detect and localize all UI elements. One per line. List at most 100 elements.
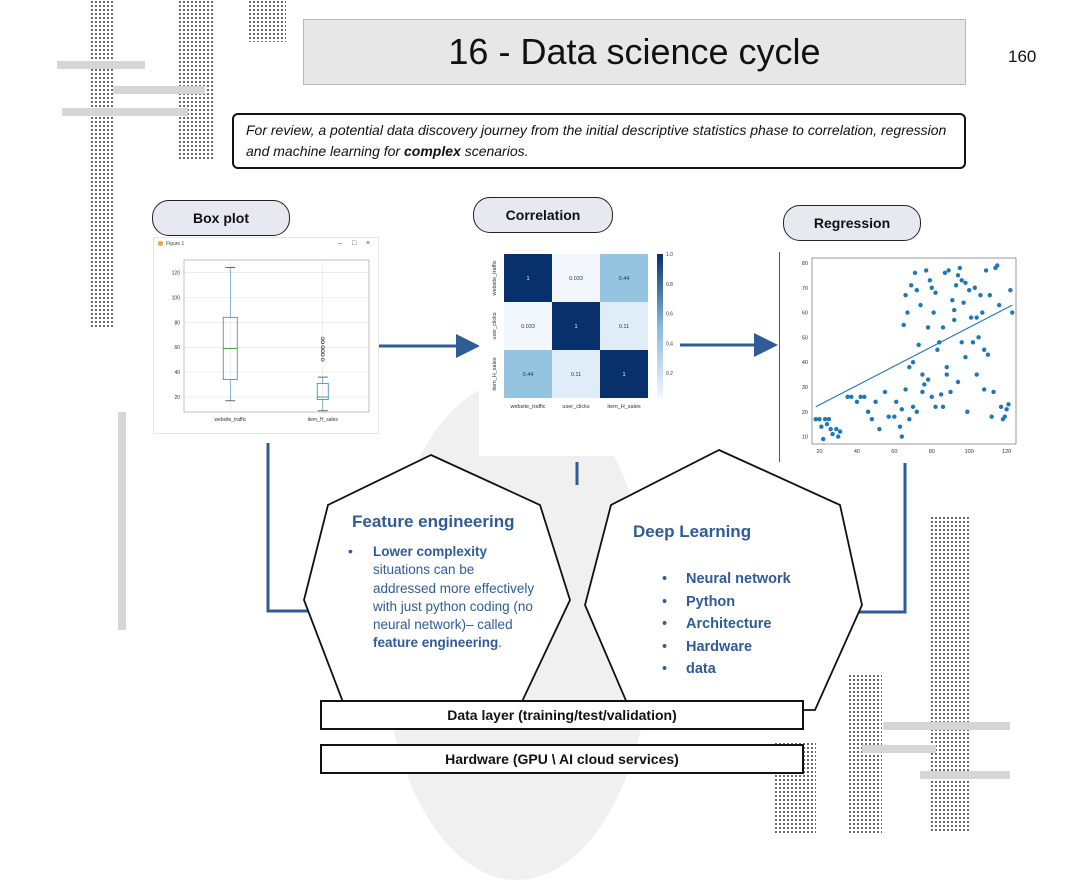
x-tick-label: 120: [1002, 449, 1011, 455]
plot-frame: [183, 259, 370, 413]
heatmap-value-label: 0.44: [523, 372, 534, 378]
scatter-point: [987, 293, 992, 298]
y-tick-label: 50: [802, 335, 808, 341]
scatter-point: [967, 288, 972, 293]
scatter-point: [955, 379, 961, 385]
scatter-point: [837, 429, 843, 434]
y-tick-label: website_traffic: [492, 260, 498, 296]
decorative-dots: [930, 516, 970, 833]
window-title-bar: Figure 1 – □ ×: [154, 238, 378, 252]
scatter-point: [953, 283, 959, 288]
heatmap-cell: [504, 254, 552, 302]
scatter-point: [968, 315, 974, 320]
heatmap-cell: [552, 254, 600, 302]
scatter-point: [922, 382, 927, 387]
scatter-point: [925, 377, 931, 382]
scatter-point: [910, 359, 916, 365]
deep-learning-list: •Neural network •Python •Architecture •H…: [662, 568, 791, 681]
decorative-dots: [178, 0, 214, 160]
heatmap-value-label: 0.033: [521, 324, 535, 330]
y-tick-label: 70: [802, 286, 808, 292]
y-tick-label: 60: [802, 311, 808, 317]
intro-text-box: For review, a potential data discovery j…: [232, 113, 966, 169]
window-title: Figure 1: [166, 241, 185, 247]
heatmap-value-label: 1: [622, 372, 625, 378]
scatter-point: [854, 399, 860, 405]
decorative-bar: [862, 745, 936, 753]
scatter-point: [865, 409, 871, 414]
x-tick-label: 20: [816, 449, 822, 455]
scatter-point: [918, 302, 923, 308]
heatmap-cell: [504, 350, 552, 398]
outlier-point: [320, 357, 325, 362]
scatter-point: [927, 278, 933, 283]
scatter-point: [950, 297, 955, 303]
y-tick-label: 120: [172, 270, 181, 276]
scatter-point: [942, 270, 948, 276]
x-tick-label: website_traffic: [214, 417, 246, 423]
window-maximize-button[interactable]: □: [352, 240, 357, 247]
heatmap-value-label: 0.11: [619, 324, 629, 330]
scatter-point: [830, 431, 835, 437]
decorative-bar: [883, 722, 1010, 730]
scatter-point: [985, 352, 991, 357]
decorative-bar: [62, 108, 188, 116]
scatter-point: [826, 417, 832, 422]
heatmap-cell: [552, 302, 600, 350]
colorbar-tick-label: 0.4: [666, 341, 673, 347]
scatter-point: [933, 404, 938, 409]
scatter-point: [981, 347, 987, 352]
scatter-point: [821, 436, 826, 442]
scatter-point: [819, 424, 824, 429]
decorative-bar: [113, 86, 205, 94]
scatter-point: [920, 372, 925, 377]
scatter-point: [834, 426, 839, 432]
scatter-point: [882, 389, 888, 395]
scatter-point: [1004, 407, 1009, 412]
scatter-point: [869, 417, 875, 422]
connector-line: [855, 463, 907, 614]
scatter-point: [996, 302, 1002, 308]
scatter-point: [1010, 310, 1015, 315]
feature-engineering-bullet: •: [348, 543, 353, 559]
x-tick-label: item_H_sales: [607, 404, 641, 410]
scatter-point: [907, 417, 912, 422]
scatter-point: [897, 424, 903, 429]
scatter-point: [845, 394, 850, 400]
scatter-point: [914, 288, 920, 293]
decorative-dots: [90, 0, 114, 328]
scatter-point: [940, 325, 946, 330]
outlier-point: [320, 349, 325, 353]
scatter-point: [959, 278, 964, 283]
scatter-point: [974, 372, 979, 377]
deep-learning-item: •Python: [662, 593, 736, 610]
scatter-point: [978, 293, 983, 298]
scatter-point: [923, 268, 929, 273]
feature-engineering-text: Lower complexity situations can be addre…: [373, 544, 535, 651]
x-tick-label: 60: [891, 449, 897, 455]
y-tick-label: 60: [174, 345, 180, 351]
scatter-point: [920, 389, 925, 395]
window-minimize-button[interactable]: –: [338, 240, 342, 247]
y-tick-label: 10: [802, 435, 808, 441]
scatter-point: [899, 434, 905, 439]
stage-regression-label: Regression: [783, 205, 921, 241]
colorbar-tick-label: 1.0: [666, 252, 673, 258]
scatter-point: [991, 389, 996, 395]
scatter-point: [972, 285, 978, 290]
window-close-button[interactable]: ×: [366, 240, 371, 247]
x-tick-label: 40: [854, 449, 860, 455]
data-layer-box: Data layer (training/test/validation): [320, 700, 804, 730]
y-tick-label: 80: [174, 320, 180, 326]
deep-learning-item: •Hardware: [662, 638, 753, 655]
heatmap-cell: [552, 350, 600, 398]
heatmap-value-label: 0.033: [569, 276, 583, 282]
scatter-point: [929, 394, 934, 400]
scatter-point: [910, 404, 916, 409]
y-tick-label: 30: [802, 385, 808, 391]
scatter-point: [970, 340, 976, 345]
window-app-icon: [158, 241, 163, 246]
